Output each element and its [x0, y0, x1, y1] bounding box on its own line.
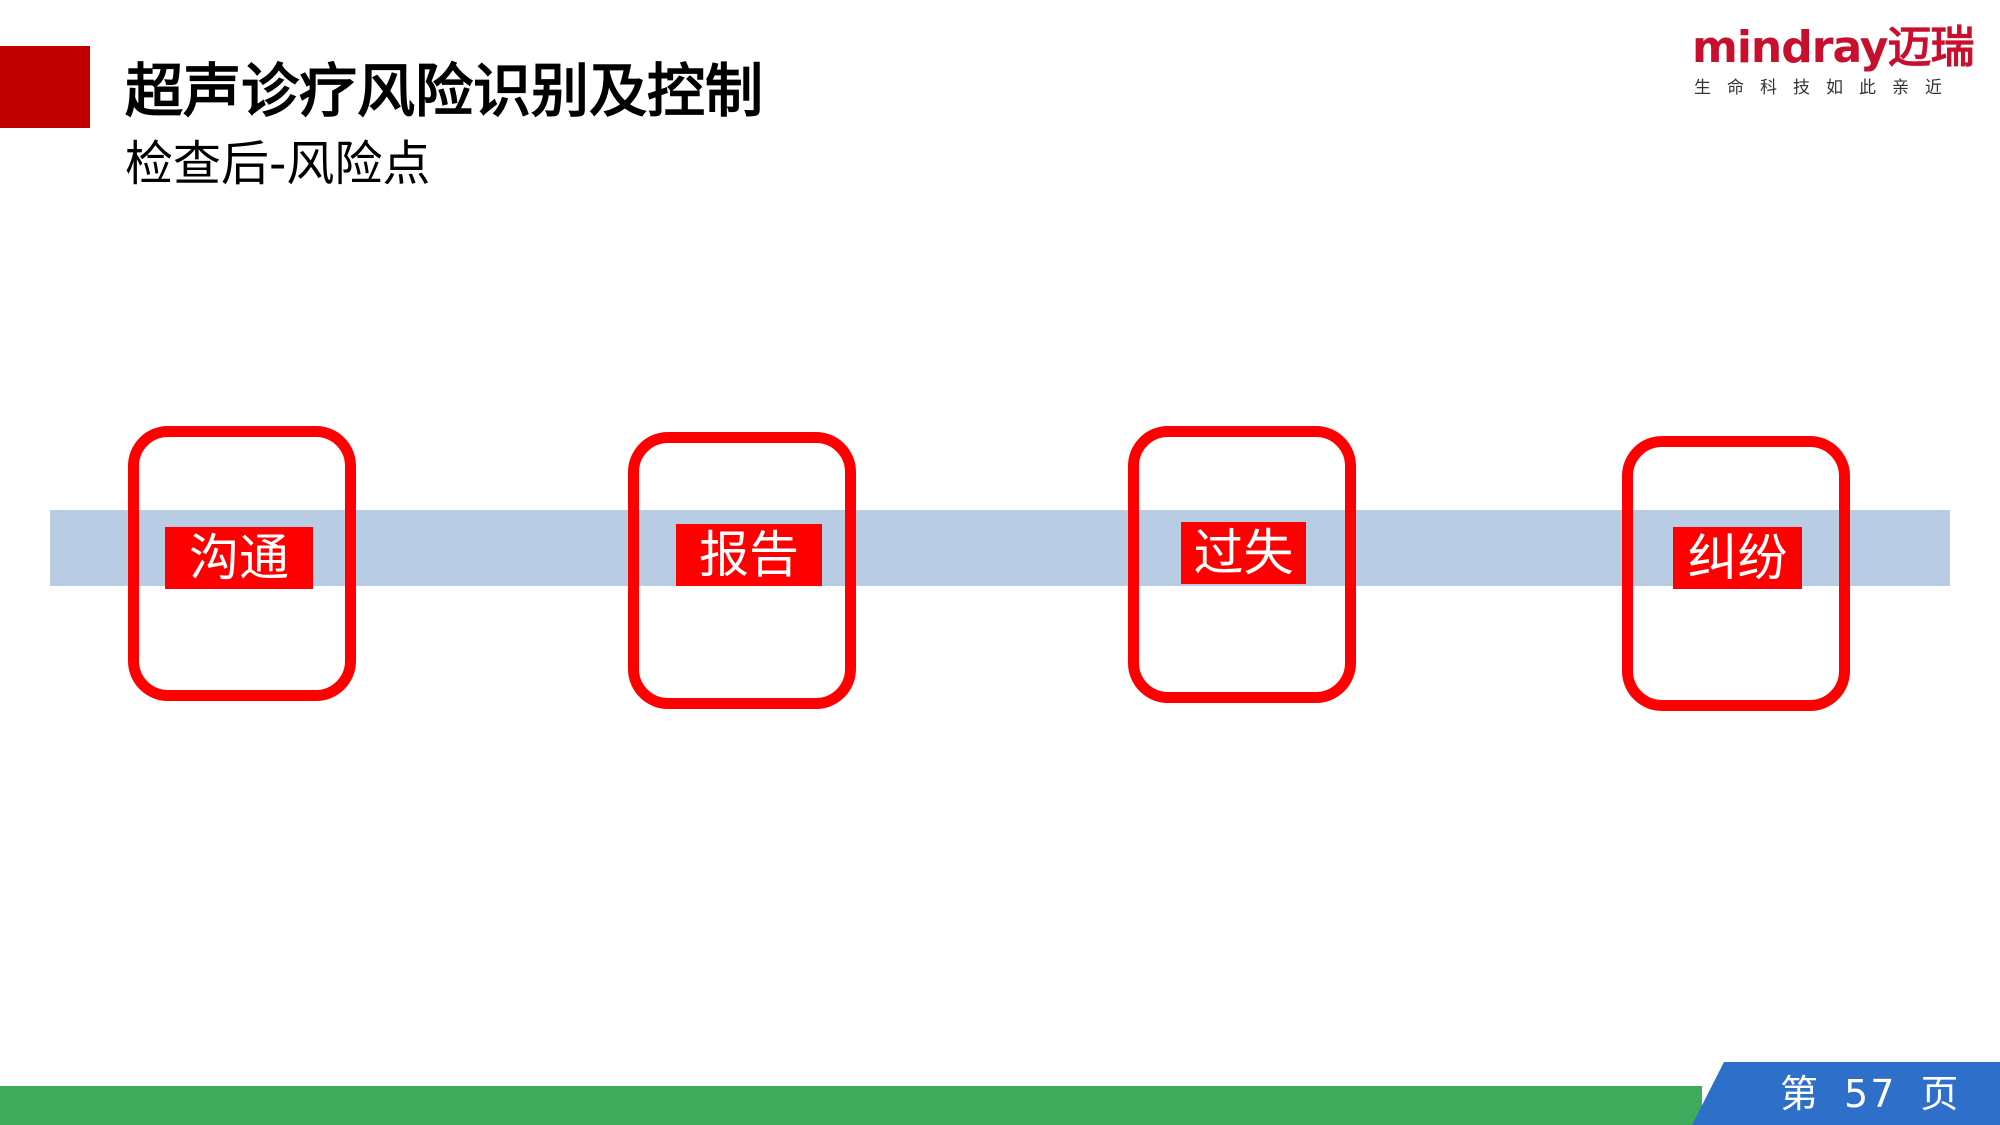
footer-page-tab [1692, 1062, 2000, 1125]
page-suffix: 页 [1920, 1072, 1961, 1116]
page-subtitle: 检查后-风险点 [125, 136, 431, 192]
logo-wordmark: mindray迈瑞 [1692, 22, 1974, 73]
page-number-value: 57 [1844, 1072, 1897, 1116]
mindray-logo: mindray迈瑞 生命科技如此亲近 [1688, 23, 1974, 104]
timeline-band [50, 510, 1950, 586]
step-node-negligence [1128, 426, 1356, 703]
page-prefix: 第 [1780, 1072, 1821, 1116]
step-label-report: 报告 [676, 524, 822, 586]
page-number: 第 57 页 [1780, 1070, 1960, 1118]
step-node-communication [128, 426, 356, 701]
logo-tagline: 生命科技如此亲近 [1694, 78, 1958, 98]
step-label-negligence: 过失 [1181, 522, 1306, 584]
title-accent-block [0, 46, 90, 128]
step-label-communication: 沟通 [165, 527, 313, 589]
step-node-dispute [1622, 436, 1850, 711]
footer-green-bar [0, 1086, 1702, 1125]
step-node-report [628, 432, 856, 709]
step-label-dispute: 纠纷 [1673, 527, 1802, 589]
page-title: 超声诊疗风险识别及控制 [125, 57, 764, 125]
